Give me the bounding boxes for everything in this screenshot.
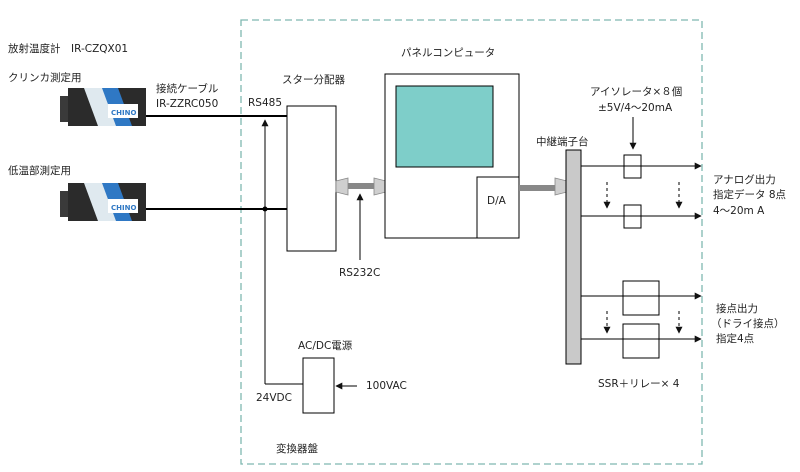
cable-label-line1: 接続ケーブル: [156, 82, 218, 95]
panel-computer-title: パネルコンピュータ: [401, 47, 495, 59]
rs485-label: RS485: [248, 97, 282, 109]
sensor-title: 放射温度計 IR-CZQX01: [8, 42, 128, 55]
da-converter-box: [476, 176, 520, 239]
terminal-block-bar: [565, 149, 582, 365]
sensor-brand-label: CHINO: [111, 109, 136, 117]
rs232c-label: RS232C: [339, 267, 380, 279]
relay-box: [622, 323, 660, 359]
isolator-label-line1: アイソレータ×８個: [590, 85, 682, 98]
sensor-brand-label: CHINO: [111, 204, 136, 212]
contact-output-line1: 接点出力: [716, 302, 758, 315]
da-converter-label: D/A: [487, 195, 507, 207]
cable-label-line2: IR-ZZRC050: [156, 98, 218, 110]
star-distributor-title: スター分配器: [282, 74, 345, 86]
isolator-label-line2: ±5V/4～20mA: [598, 102, 673, 114]
panel-computer-screen: [395, 85, 494, 168]
star-distributor-box: [286, 105, 337, 252]
converter-cabinet-label: 変換器盤: [276, 442, 318, 455]
analog-output-line2: 指定データ 8点: [713, 188, 786, 201]
rs232c-link: [335, 177, 387, 196]
dc-output-label: 24VDC: [256, 392, 292, 404]
radiation-thermometer-lowtemp: CHINO: [60, 183, 146, 221]
ac-input-label: 100VAC: [366, 380, 407, 392]
power-supply-title: AC/DC電源: [298, 339, 353, 352]
radiation-thermometer-clinker: CHINO: [60, 88, 146, 126]
relay-label: SSR＋リレー× 4: [598, 378, 680, 390]
power-supply-box: [302, 357, 335, 414]
sensor-lowtemp-label: 低温部測定用: [8, 164, 71, 177]
sensor-clinker-label: クリンカ測定用: [8, 71, 82, 84]
terminal-block-title: 中継端子台: [536, 135, 589, 148]
panel-terminal-link: [519, 177, 568, 196]
contact-output-line2: （ドライ接点）: [711, 317, 785, 330]
contact-output-line3: 指定4点: [716, 332, 754, 345]
relay-box: [622, 280, 660, 316]
converter-cabinet-border: [240, 19, 703, 465]
analog-output-line1: アナログ出力: [713, 173, 776, 186]
analog-output-line3: 4～20m A: [713, 205, 765, 217]
